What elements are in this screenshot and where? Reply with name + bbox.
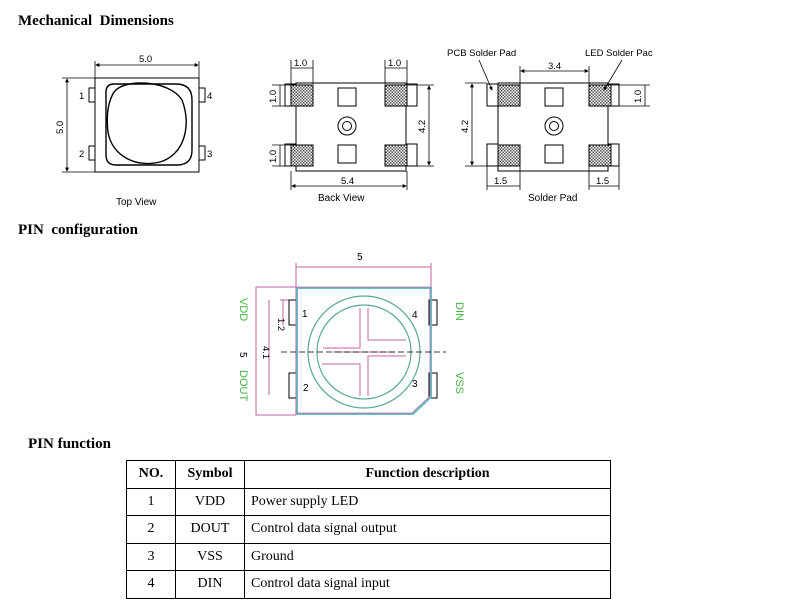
table-row: 3 VSS Ground [126, 542, 611, 571]
row-function: Control data signal output [244, 515, 611, 544]
row-function: Ground [244, 542, 611, 571]
row-symbol: VDD [175, 487, 245, 516]
back-height-dim: 4.2 [417, 120, 428, 133]
back-pad-h-bottom: 1.0 [268, 150, 279, 163]
pin-dim-a: 1.2 [275, 318, 286, 331]
pin-width-dim: 5 [357, 252, 363, 263]
top-view-caption: Top View [116, 197, 157, 208]
top-view-drawing: 1 2 3 4 5.0 5.0 Top View [55, 54, 212, 208]
pin-function-table: NO. Symbol Function description 1 VDD Po… [126, 460, 611, 599]
solder-pad-size-dim: 1.0 [633, 90, 644, 103]
row-symbol: DOUT [175, 515, 245, 544]
back-pad-w-left: 1.0 [294, 58, 307, 69]
top-pin-1: 1 [79, 91, 84, 102]
row-symbol: VSS [175, 542, 245, 571]
solder-pad-w-right: 1.5 [596, 176, 609, 187]
header-no: NO. [126, 460, 176, 489]
pin-name-din: DIN [453, 302, 465, 321]
solder-pad-w-left: 1.5 [494, 176, 507, 187]
header-function: Function description [244, 460, 611, 489]
header-symbol: Symbol [175, 460, 245, 489]
pin-config-pin-2: 2 [303, 383, 309, 394]
pin-function-heading: PIN function [28, 436, 111, 452]
back-pad-h-top: 1.0 [268, 90, 279, 103]
pin-name-vdd: VDD [237, 298, 249, 321]
pin-name-vss: VSS [453, 372, 465, 394]
back-view-drawing: 1.0 1.0 1.0 1.0 4.2 5.4 Back View [268, 58, 434, 204]
pin-config-heading: PIN configuration [18, 222, 138, 238]
row-function: Control data signal input [244, 570, 611, 599]
pin-name-dout: DOUT [237, 370, 249, 401]
solder-pad-height-dim: 4.2 [460, 120, 471, 133]
pin-dim-b: 4.1 [260, 346, 271, 359]
pcb-solder-pad-label: PCB Solder Pad [447, 48, 516, 59]
table-row: 1 VDD Power supply LED [126, 487, 611, 516]
table-header-row: NO. Symbol Function description [126, 460, 611, 489]
mechanical-drawings: 1 2 3 4 5.0 5.0 Top View [55, 48, 653, 416]
solder-pad-spacing-dim: 3.4 [548, 61, 561, 72]
pin-config-pin-3: 3 [412, 379, 418, 390]
pin-config-pin-4: 4 [412, 310, 418, 321]
back-width-dim: 5.4 [341, 176, 354, 187]
row-no: 2 [126, 515, 176, 544]
back-pad-w-right: 1.0 [388, 58, 401, 69]
row-symbol: DIN [175, 570, 245, 599]
top-pin-2: 2 [79, 149, 84, 160]
solder-pad-drawing: PCB Solder Pad LED Solder Pac 3.4 1.0 4.… [447, 48, 653, 204]
pin-height-dim: 5 [237, 352, 248, 358]
top-height-dim: 5.0 [55, 121, 66, 134]
row-no: 3 [126, 542, 176, 571]
table-row: 2 DOUT Control data signal output [126, 515, 611, 544]
top-width-dim: 5.0 [139, 54, 152, 65]
mechanical-heading: Mechanical Dimensions [18, 13, 174, 29]
row-no: 1 [126, 487, 176, 516]
row-no: 4 [126, 570, 176, 599]
top-pin-4: 4 [207, 91, 212, 102]
row-function: Power supply LED [244, 487, 611, 516]
led-solder-pad-label: LED Solder Pac [585, 48, 653, 59]
back-view-caption: Back View [318, 193, 365, 204]
top-pin-3: 3 [207, 149, 212, 160]
solder-pad-caption: Solder Pad [528, 193, 577, 204]
pin-configuration-drawing: 5 1.2 4.1 5 [237, 252, 465, 416]
table-row: 4 DIN Control data signal input [126, 570, 611, 599]
pin-config-pin-1: 1 [302, 309, 308, 320]
